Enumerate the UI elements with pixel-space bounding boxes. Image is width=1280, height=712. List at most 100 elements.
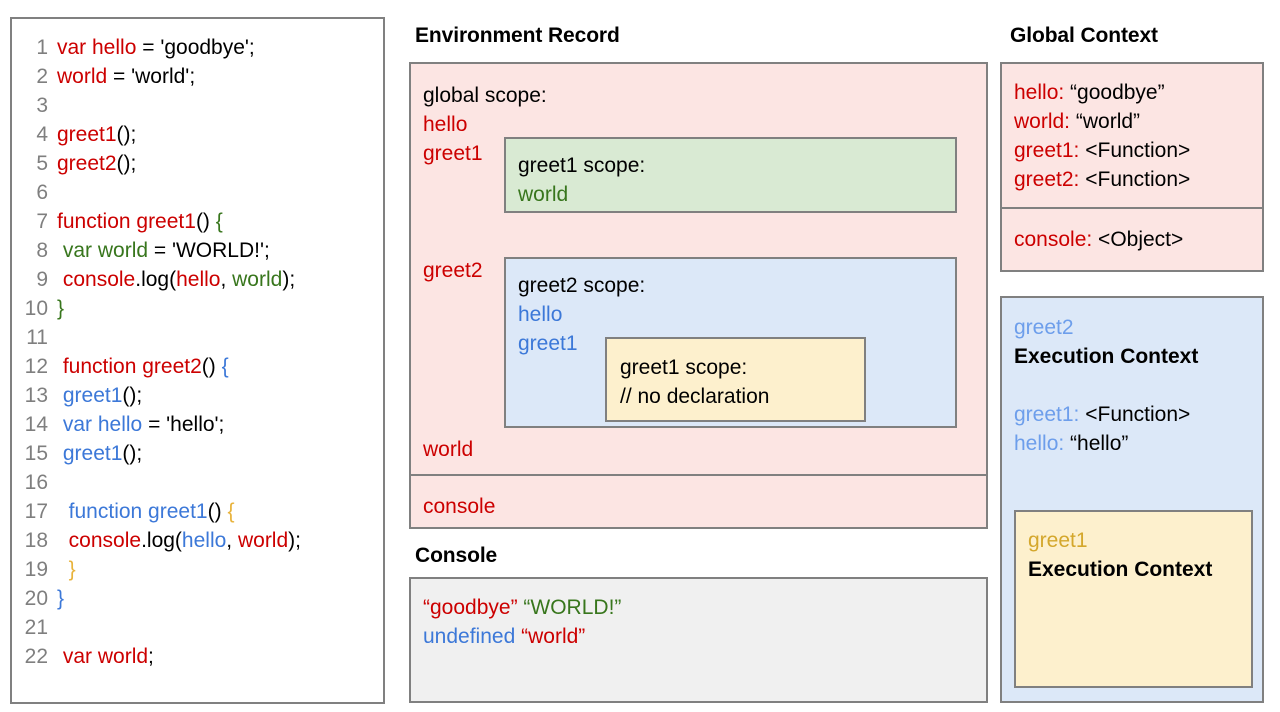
code-line: 17 function greet1() { — [12, 497, 383, 526]
environment-record-title: Environment Record — [415, 24, 620, 47]
line-number: 15 — [24, 442, 48, 465]
binding-key: hello: — [1014, 432, 1065, 455]
line-number: 8 — [36, 239, 48, 262]
global-context-panel: hello: “goodbye” world: “world” greet1: … — [1000, 62, 1264, 272]
line-number: 21 — [24, 616, 48, 639]
code-token: console — [62, 268, 136, 291]
greet1-inner-scope-title: greet1 scope: — [620, 356, 748, 379]
code-token: ); — [282, 268, 296, 291]
binding-key: console: — [1014, 228, 1093, 251]
global-context-entry: hello: “goodbye” — [1014, 78, 1165, 107]
code-line: 19 } — [12, 555, 383, 584]
code-token: hello — [176, 268, 221, 291]
code-token: var world — [62, 645, 149, 668]
global-context-console-entry: console: <Object> — [1014, 225, 1183, 254]
binding-key: greet1: — [1014, 403, 1080, 426]
code-token: = 'goodbye'; — [136, 36, 255, 59]
code-line: 12 function greet2() { — [12, 352, 383, 381]
line-number: 2 — [36, 65, 48, 88]
binding-key: hello: — [1014, 81, 1065, 104]
code-line: 2 world = 'world'; — [12, 62, 383, 91]
code-token: console — [68, 529, 142, 552]
code-token: () — [195, 210, 216, 233]
greet2-execution-context-heading: Execution Context — [1014, 345, 1199, 368]
code-line: 21 — [12, 613, 383, 642]
code-token: = 'hello'; — [142, 413, 225, 436]
greet1-inner-scope-box: greet1 scope: // no declaration — [605, 337, 866, 422]
console-panel[interactable]: “goodbye” “WORLD!” undefined “world” — [409, 577, 988, 703]
code-token: function greet1 — [68, 500, 208, 523]
code-token: (); — [122, 442, 143, 465]
greet1-scope-binding-world: world — [518, 183, 569, 206]
code-token: world — [237, 529, 289, 552]
greet1-execution-context-heading: Execution Context — [1028, 558, 1213, 581]
code-token: function greet2 — [62, 355, 202, 378]
global-binding-greet2: greet2 — [423, 259, 483, 282]
code-token: .log( — [135, 268, 177, 291]
line-number: 16 — [24, 471, 48, 494]
greet1-inner-scope-note: // no declaration — [620, 385, 770, 408]
binding-value: <Function> — [1079, 139, 1191, 162]
code-token: .log( — [141, 529, 182, 552]
greet1-scope-title: greet1 scope: — [518, 154, 646, 177]
environment-record-divider — [411, 474, 986, 476]
global-binding-greet1: greet1 — [423, 142, 483, 165]
binding-key: greet1: — [1014, 139, 1080, 162]
code-token: { — [221, 355, 229, 378]
global-binding-console: console — [423, 495, 496, 518]
code-token: = 'WORLD!'; — [148, 239, 270, 262]
greet2-execution-context-panel: greet2 Execution Context greet1: <Functi… — [1000, 296, 1264, 703]
global-binding-hello: hello — [423, 113, 468, 136]
code-token: } — [57, 297, 65, 320]
code-line: 6 — [12, 178, 383, 207]
code-line: 22 var world; — [12, 642, 383, 671]
greet1-execution-context-name: greet1 — [1028, 529, 1088, 552]
greet2-scope-binding-hello: hello — [518, 303, 563, 326]
binding-value: “world” — [1070, 110, 1141, 133]
code-token: = 'world'; — [107, 65, 196, 88]
line-number: 11 — [26, 326, 48, 349]
code-token: “world” — [521, 625, 586, 648]
code-token: } — [68, 558, 76, 581]
console-output-line: “goodbye” “WORLD!” — [423, 593, 621, 622]
line-number: 20 — [24, 587, 48, 610]
line-number: 9 — [36, 268, 48, 291]
code-line: 8 var world = 'WORLD!'; — [12, 236, 383, 265]
global-context-title: Global Context — [1010, 24, 1158, 47]
code-token: var world — [62, 239, 149, 262]
code-token: ; — [148, 645, 154, 668]
code-token: () — [207, 500, 228, 523]
code-line: 14 var hello = 'hello'; — [12, 410, 383, 439]
binding-key: greet2: — [1014, 168, 1080, 191]
line-number: 13 — [24, 384, 48, 407]
code-token: { — [215, 210, 223, 233]
code-line: 10} — [12, 294, 383, 323]
code-token: world — [57, 65, 108, 88]
code-line: 3 — [12, 91, 383, 120]
code-token: { — [227, 500, 235, 523]
code-line: 18 console.log(hello, world); — [12, 526, 383, 555]
line-number: 17 — [24, 500, 48, 523]
code-line: 11 — [12, 323, 383, 352]
code-token: world — [232, 268, 283, 291]
line-number: 4 — [36, 123, 48, 146]
line-number: 12 — [24, 355, 48, 378]
code-line: 16 — [12, 468, 383, 497]
code-token: () — [201, 355, 222, 378]
binding-value: “hello” — [1064, 432, 1129, 455]
code-token: “WORLD!” — [523, 596, 622, 619]
line-number: 3 — [36, 94, 48, 117]
code-token: } — [57, 587, 65, 610]
binding-key: world: — [1014, 110, 1071, 133]
greet2-scope-binding-greet1: greet1 — [518, 332, 578, 355]
code-token: (); — [122, 384, 143, 407]
line-number: 14 — [24, 413, 48, 436]
binding-value: <Function> — [1079, 168, 1191, 191]
greet2-execution-context-name: greet2 — [1014, 316, 1074, 339]
code-line: 20} — [12, 584, 383, 613]
line-number: 7 — [36, 210, 48, 233]
